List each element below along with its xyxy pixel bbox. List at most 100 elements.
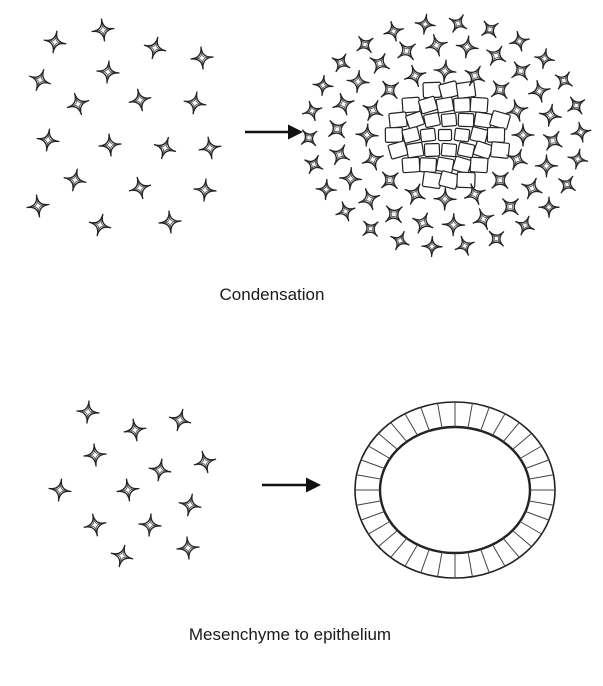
mesenchyme-cell (538, 196, 560, 218)
mesenchyme-cell-outline (134, 182, 146, 194)
mesenchyme-cell-outline (360, 128, 374, 142)
mesenchyme-cell (329, 144, 351, 166)
mesenchyme-cell-outline (389, 209, 399, 220)
mesenchyme-cell-outline (363, 193, 376, 205)
mesenchyme-cell (335, 201, 356, 222)
mesenchyme-cell (369, 53, 390, 74)
mesenchyme-cell-outline (571, 100, 582, 111)
mesenchyme-cell-outline (385, 175, 395, 186)
mesenchyme-cell-outline (430, 39, 443, 52)
mesenchyme-cell-outline (34, 74, 46, 86)
mesenchyme-cell (123, 418, 147, 442)
mesenchyme-cell (501, 198, 519, 216)
epithelial-cell-boundary (368, 445, 391, 459)
mesenchyme-cell (301, 100, 323, 122)
condensed-cell (401, 126, 421, 144)
mesenchyme-cell-outline (304, 133, 314, 143)
mesenchyme-cell-outline (332, 124, 343, 135)
mesenchyme-cell-outline (575, 126, 587, 138)
mesenchyme-cell-outline (469, 188, 481, 200)
condensed-cell (438, 80, 460, 100)
mesenchyme-cell-outline (461, 40, 474, 53)
mesenchyme-cell-outline (526, 182, 538, 195)
mesenchyme-cell-outline (143, 518, 157, 532)
mesenchyme-cell (397, 41, 416, 61)
mesenchyme-cell-outline (198, 183, 212, 197)
mesenchyme-cell (538, 103, 562, 127)
epithelial-cell-boundary (480, 407, 490, 431)
mesenchyme-cell-outline (88, 518, 102, 532)
mesenchyme-cell (455, 35, 479, 59)
condensed-cell (418, 95, 439, 115)
mesenchyme-cell (509, 30, 530, 52)
mesenchyme-cell (110, 544, 134, 568)
mesenchyme-cell-outline (426, 240, 438, 253)
mesenchyme-cell-outline (438, 192, 452, 206)
condensed-cell (472, 140, 494, 160)
mesenchyme-cell (43, 30, 67, 54)
mesenchyme-cell (414, 13, 436, 35)
mesenchyme-cell-outline (540, 159, 553, 172)
epithelial-cell-boundary (502, 537, 520, 558)
mesenchyme-cell (454, 235, 475, 256)
mesenchyme-cell-outline (495, 84, 506, 95)
scattered-mesenchyme-cells (26, 18, 222, 237)
mesenchyme-cell (362, 220, 379, 237)
mesenchyme-cell (570, 121, 592, 143)
mesenchyme-cell-outline (128, 423, 142, 437)
mesenchyme-cell (490, 80, 510, 100)
condensed-cell (451, 155, 473, 175)
mesenchyme-cell (315, 178, 337, 201)
mesenchyme-cell (66, 92, 90, 116)
mesenchyme-cell-outline (438, 64, 452, 78)
mesenchyme-cell (383, 20, 404, 42)
mesenchyme-cell-outline (94, 219, 106, 231)
mesenchyme-cell (433, 59, 457, 83)
mesenchyme-cell-outline (511, 104, 524, 117)
mesenchyme-cell-outline (519, 220, 531, 231)
mesenchyme-cell (567, 96, 586, 115)
mesenchyme-cell-outline (447, 218, 460, 231)
mesenchyme-cell-outline (68, 173, 82, 187)
mesenchyme-cell (356, 35, 374, 53)
mesenchyme-cell (128, 88, 152, 112)
mesenchyme-cell-outline (409, 188, 421, 200)
condensed-cell (456, 141, 476, 159)
epithelial-cell-boundary (519, 445, 542, 459)
mesenchyme-cell-outline (183, 498, 197, 512)
mesenchyme-cell (511, 61, 531, 81)
mesenchyme-cell (193, 450, 217, 474)
epithelial-cell-boundary (404, 413, 418, 436)
mesenchyme-cell-outline (495, 175, 505, 185)
mesenchyme-cell (153, 136, 177, 160)
condensed-cell (405, 110, 425, 130)
epithelial-cell-boundary (437, 403, 443, 429)
mesenchyme-cell-outline (88, 448, 102, 462)
mesenchyme-cell-outline (335, 57, 347, 68)
mesenchyme-cell-outline (558, 75, 569, 86)
mesenchyme-to-epithelium-caption: Mesenchyme to epithelium (189, 625, 391, 644)
condensed-cell (401, 96, 421, 114)
mesenchyme-cell (76, 400, 100, 424)
mesenchyme-cell (358, 188, 381, 211)
mesenchyme-cell (143, 36, 167, 60)
epithelial-cell-boundary (467, 551, 473, 577)
mesenchyme-cell-outline (367, 104, 379, 117)
mesenchyme-cell (128, 176, 152, 200)
mesenchyme-cell-outline (453, 18, 463, 29)
mesenchyme-cell-outline (101, 65, 115, 79)
epithelial-cell-boundary (519, 521, 542, 535)
mesenchyme-cell (158, 210, 182, 234)
condensed-cell (421, 170, 443, 190)
mesenchyme-cell-outline (320, 183, 332, 196)
mesenchyme-cell (486, 45, 507, 66)
mesenchyme-cell (312, 74, 334, 97)
mesenchyme-cell (96, 60, 120, 84)
mesenchyme-cell (412, 212, 434, 234)
epithelial-cell-boundary (378, 530, 398, 547)
mesenchyme-cell-outline (181, 541, 195, 555)
condensed-cell-cluster (300, 13, 592, 258)
mesenchyme-cell (338, 167, 363, 191)
condensed-cell (455, 80, 477, 100)
condensed-cell (384, 126, 404, 143)
